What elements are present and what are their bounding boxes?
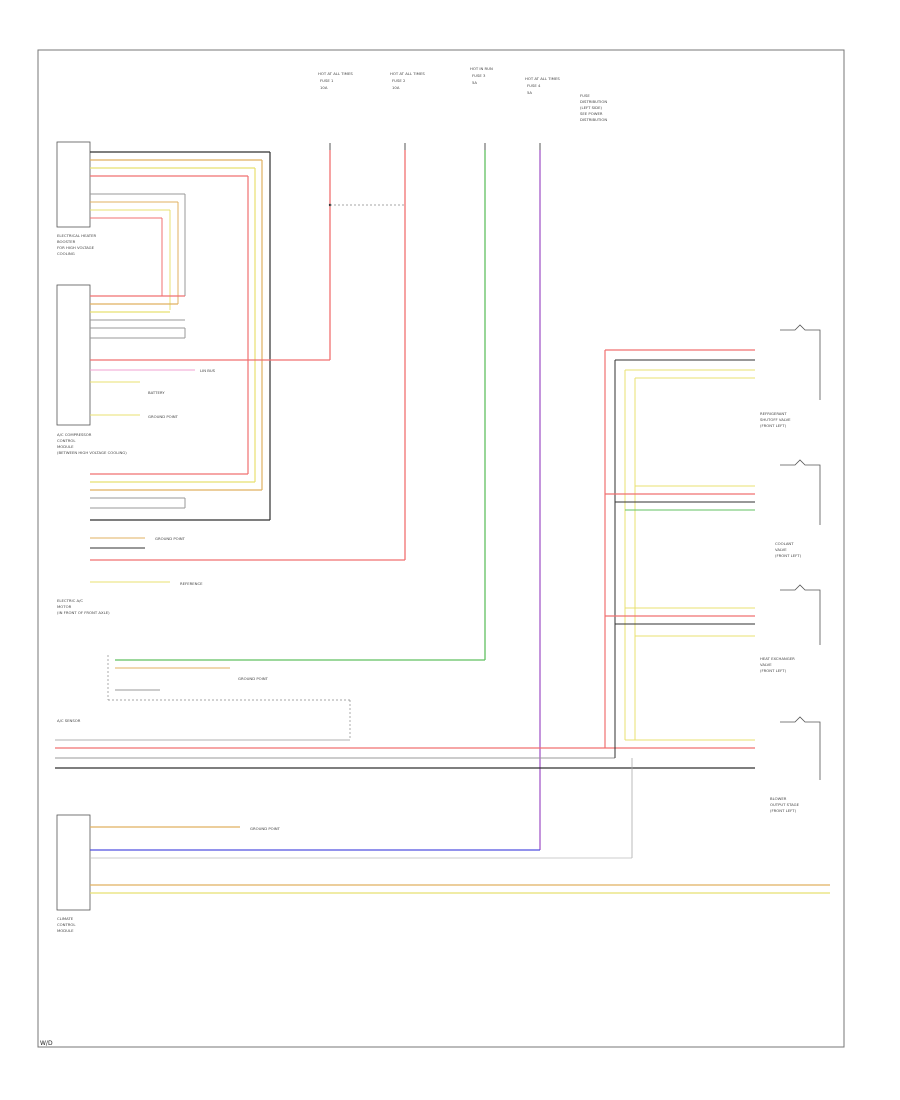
component-electric-ac-motor-label: ELECTRIC A/C MOTOR (IN FRONT OF FRONT AX… <box>57 598 110 615</box>
fuse-4-note-0: FUSE <box>580 93 590 98</box>
motor-label-2: (IN FRONT OF FRONT AXLE) <box>57 610 110 615</box>
component-ac-compressor-module-label: A/C COMPRESSOR CONTROL MODULE (BETWEEN H… <box>57 432 127 455</box>
heater-label-0: ELECTRICAL HEATER <box>57 233 96 238</box>
r2-label-0: COOLANT <box>775 541 794 546</box>
fuse-4-label-2: 5A <box>527 90 532 95</box>
r1-label-2: (FRONT LEFT) <box>760 423 787 428</box>
component-climate-control-module <box>56 814 91 911</box>
fuse-2-label: HOT AT ALL TIMES FUSE 2 10A <box>390 71 425 90</box>
fuse-3-label-1: FUSE 3 <box>472 73 486 78</box>
compressor-wires <box>90 152 330 520</box>
r3-label-1: VALVE <box>760 662 772 667</box>
sensor-note-ground: GROUND POINT <box>238 676 269 681</box>
fuse-3-label-0: HOT IN RUN <box>470 66 493 71</box>
ac-sensor <box>107 655 485 740</box>
component-heater-booster-label: ELECTRICAL HEATER BOOSTER FOR HIGH VOLTA… <box>57 233 96 256</box>
fuse-4-label: HOT AT ALL TIMES FUSE 4 5A <box>525 76 560 95</box>
motor-note-ground: GROUND POINT <box>155 536 186 541</box>
climate-notes: GROUND POINT <box>250 826 281 831</box>
fuse-2-label-2: 10A <box>392 85 400 90</box>
heater-label-2: FOR HIGH VOLTAGE <box>57 245 95 250</box>
fuse-2-label-1: FUSE 2 <box>392 78 406 83</box>
diagram-frame <box>37 49 845 1048</box>
compressor-notes: LIN BUS BATTERY GROUND POINT <box>148 368 216 419</box>
page-label: W/D <box>40 1040 53 1047</box>
r1-label-0: REFRIGERANT <box>760 411 787 416</box>
motor-wires <box>90 473 405 583</box>
r4-label-2: (FRONT LEFT) <box>770 808 797 813</box>
heater-label-3: COOLING <box>57 251 75 256</box>
fuse-4-note-3: SEE POWER <box>580 111 603 116</box>
motor-note-reference: REFERENCE <box>180 581 203 586</box>
component-ac-compressor-module <box>56 284 91 426</box>
right-component-3-wires <box>605 584 821 645</box>
r4-label-0: BLOWER <box>770 796 787 801</box>
component-ac-sensor-label: A/C SENSOR GROUND POINT <box>57 676 269 723</box>
compressor-label-1: CONTROL <box>57 438 76 443</box>
right-component-4-wires <box>625 716 821 780</box>
component-climate-control-module-label: CLIMATE CONTROL MODULE <box>57 916 76 933</box>
climate-label-0: CLIMATE <box>57 916 74 921</box>
r2-label-2: (FRONT LEFT) <box>775 553 802 558</box>
fuse-4-note-1: DISTRIBUTION <box>580 99 607 104</box>
compressor-label-3: (BETWEEN HIGH VOLTAGE COOLING) <box>57 450 127 455</box>
r2-label-1: VALVE <box>775 547 787 552</box>
heater-wires <box>90 151 270 219</box>
compressor-note-lin: LIN BUS <box>200 368 216 373</box>
compressor-note-ground: GROUND POINT <box>148 414 179 419</box>
fuse-2 <box>330 143 406 560</box>
compressor-note-battery: BATTERY <box>148 390 165 395</box>
climate-note-ground: GROUND POINT <box>250 826 281 831</box>
climate-label-1: CONTROL <box>57 922 76 927</box>
sensor-label-0: A/C SENSOR <box>57 718 81 723</box>
motor-notes: GROUND POINT REFERENCE <box>155 536 203 586</box>
fuse-3-label-2: 5A <box>472 80 477 85</box>
r4-label-1: OUTPUT STAGE <box>770 802 800 807</box>
fuse-1-label-1: FUSE 1 <box>320 78 334 83</box>
fuse-2-label-0: HOT AT ALL TIMES <box>390 71 425 76</box>
component-heater-booster <box>56 141 91 228</box>
fuse-1-label: HOT AT ALL TIMES FUSE 1 10A <box>318 71 353 90</box>
right-component-1-label: REFRIGERANT SHUTOFF VALVE (FRONT LEFT) <box>760 411 791 428</box>
right-component-2-wires <box>605 459 821 525</box>
r1-label-1: SHUTOFF VALVE <box>760 417 791 422</box>
fuse-1-label-0: HOT AT ALL TIMES <box>318 71 353 76</box>
fuse-4-note-4: DISTRIBUTION <box>580 117 607 122</box>
compressor-label-0: A/C COMPRESSOR <box>57 432 92 437</box>
climate-wires <box>90 826 830 894</box>
fuse-1 <box>328 143 332 360</box>
right-component-1-wires <box>605 324 821 400</box>
compressor-label-2: MODULE <box>57 444 74 449</box>
bus-lines <box>55 739 755 769</box>
fuse-1-label-2: 10A <box>320 85 328 90</box>
fuse-4-note-2: (LEFT SIDE) <box>580 105 602 110</box>
right-component-4-label: BLOWER OUTPUT STAGE (FRONT LEFT) <box>770 796 800 813</box>
right-vertical-bus <box>604 350 636 858</box>
fuse-3-label: HOT IN RUN FUSE 3 5A <box>470 66 493 85</box>
r3-label-0: HEAT EXCHANGER <box>760 656 795 661</box>
r3-label-2: (FRONT LEFT) <box>760 668 787 673</box>
fuse-4-note: FUSE DISTRIBUTION (LEFT SIDE) SEE POWER … <box>580 93 607 122</box>
heater-label-1: BOOSTER <box>57 239 76 244</box>
climate-label-2: MODULE <box>57 928 74 933</box>
motor-label-1: MOTOR <box>57 604 72 609</box>
fuse-4-label-1: FUSE 4 <box>527 83 541 88</box>
right-component-2-label: COOLANT VALVE (FRONT LEFT) <box>775 541 802 558</box>
motor-label-0: ELECTRIC A/C <box>57 598 83 603</box>
fuse-4-label-0: HOT AT ALL TIMES <box>525 76 560 81</box>
right-component-3-label: HEAT EXCHANGER VALVE (FRONT LEFT) <box>760 656 795 673</box>
